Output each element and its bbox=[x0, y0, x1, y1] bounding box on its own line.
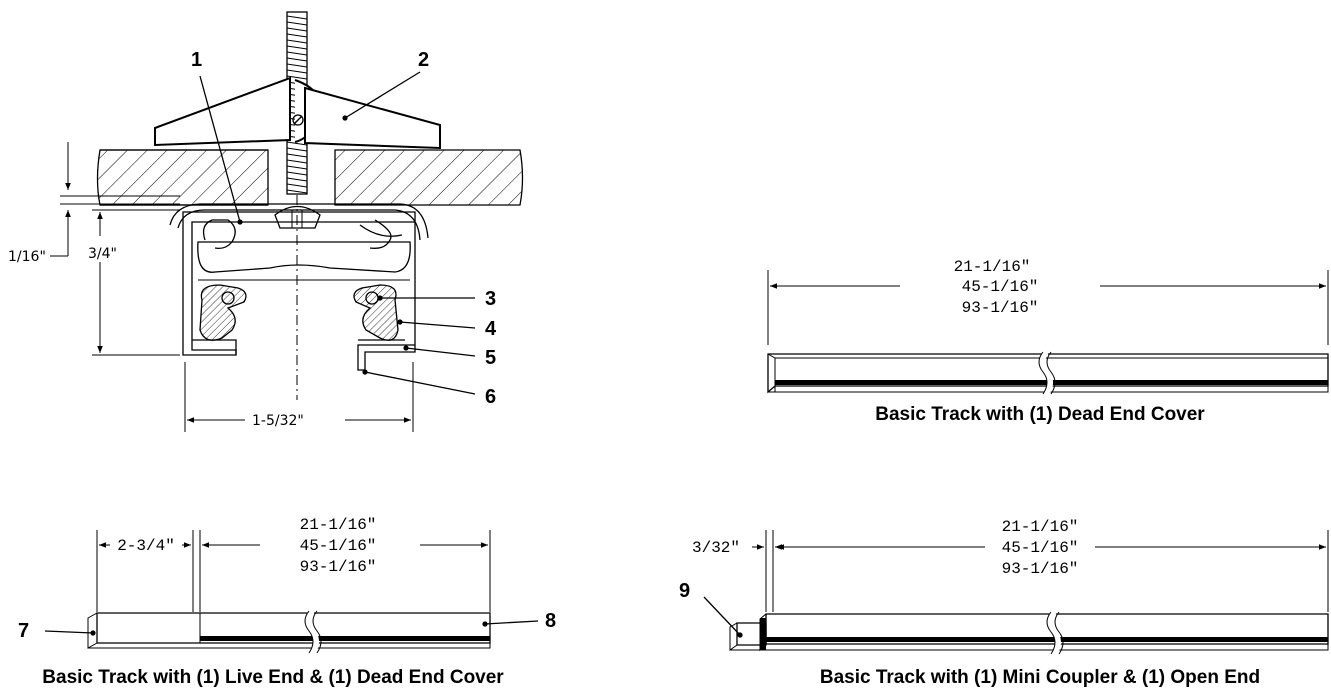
view-caption: Basic Track with (1) Dead End Cover bbox=[875, 404, 1205, 425]
length-label-93: 93-1/16" bbox=[962, 299, 1039, 317]
length-label-45: 45-1/16" bbox=[962, 278, 1039, 296]
rod-thread bbox=[286, 165, 308, 170]
rod-thread bbox=[286, 183, 308, 188]
rod-thread bbox=[286, 45, 308, 50]
cross-section-drawing: 1 2 3 4 5 6 1/16" 3/4" 1-5/3 bbox=[8, 11, 524, 432]
view-dead-end-cover: 21-1/16" 45-1/16" 93-1/16" Basic Track w… bbox=[767, 258, 1329, 425]
length-label-45: 45-1/16" bbox=[1002, 539, 1079, 557]
dimension-gap: 1/16" bbox=[8, 142, 180, 265]
callout-9: 9 bbox=[679, 580, 690, 602]
rod-thread bbox=[286, 75, 308, 80]
dimension-height-label: 3/4" bbox=[88, 246, 117, 262]
rod-thread bbox=[286, 27, 308, 32]
rod-thread bbox=[286, 189, 308, 194]
view-caption: Basic Track with (1) Mini Coupler & (1) … bbox=[820, 667, 1260, 688]
callout-7: 7 bbox=[18, 620, 29, 642]
rod-thread bbox=[286, 57, 308, 62]
ceiling-slab bbox=[96, 149, 524, 206]
rod-thread bbox=[286, 15, 308, 20]
length-label-21: 21-1/16" bbox=[1002, 518, 1079, 536]
rod-thread bbox=[286, 51, 308, 56]
callout-5: 5 bbox=[485, 347, 496, 369]
track-extrusion bbox=[169, 203, 429, 371]
view-live-end-dead-end: 2-3/4" 21-1/16" 45-1/16" 93-1/16" 7 8 Ba… bbox=[18, 516, 556, 688]
callout-3: 3 bbox=[485, 288, 496, 310]
rod-thread bbox=[286, 159, 308, 164]
end-length-label: 3/32" bbox=[692, 539, 740, 557]
toggle-clip bbox=[154, 76, 441, 150]
length-label-21: 21-1/16" bbox=[300, 516, 377, 534]
rod-thread bbox=[286, 33, 308, 38]
rod-thread bbox=[286, 63, 308, 68]
callout-8: 8 bbox=[545, 610, 556, 632]
length-label-21: 21-1/16" bbox=[954, 258, 1031, 276]
end-length-label: 2-3/4" bbox=[117, 537, 175, 555]
rod-thread bbox=[286, 69, 308, 74]
rod-thread bbox=[286, 177, 308, 182]
length-label-93: 93-1/16" bbox=[300, 558, 377, 576]
length-label-93: 93-1/16" bbox=[1002, 560, 1079, 578]
dimension-gap-label: 1/16" bbox=[8, 249, 46, 265]
rod-thread bbox=[286, 171, 308, 176]
callout-4: 4 bbox=[485, 318, 497, 340]
rod-thread bbox=[286, 147, 308, 152]
dimension-width-label: 1-5/32" bbox=[252, 413, 304, 429]
view-mini-coupler-open-end: 3/32" 21-1/16" 45-1/16" 93-1/16" 9 Basic… bbox=[679, 518, 1329, 688]
rod-thread bbox=[286, 39, 308, 44]
dimension-width: 1-5/32" bbox=[184, 362, 414, 432]
length-label-45: 45-1/16" bbox=[300, 537, 377, 555]
callout-leaders bbox=[199, 71, 476, 395]
callout-1: 1 bbox=[191, 49, 202, 71]
callout-2: 2 bbox=[418, 49, 429, 71]
rod-thread bbox=[286, 153, 308, 158]
callout-6: 6 bbox=[485, 386, 496, 408]
view-caption: Basic Track with (1) Live End & (1) Dead… bbox=[42, 667, 504, 688]
rod-thread bbox=[286, 141, 308, 146]
dimension-height: 3/4" bbox=[88, 209, 180, 356]
rod-thread bbox=[286, 21, 308, 26]
